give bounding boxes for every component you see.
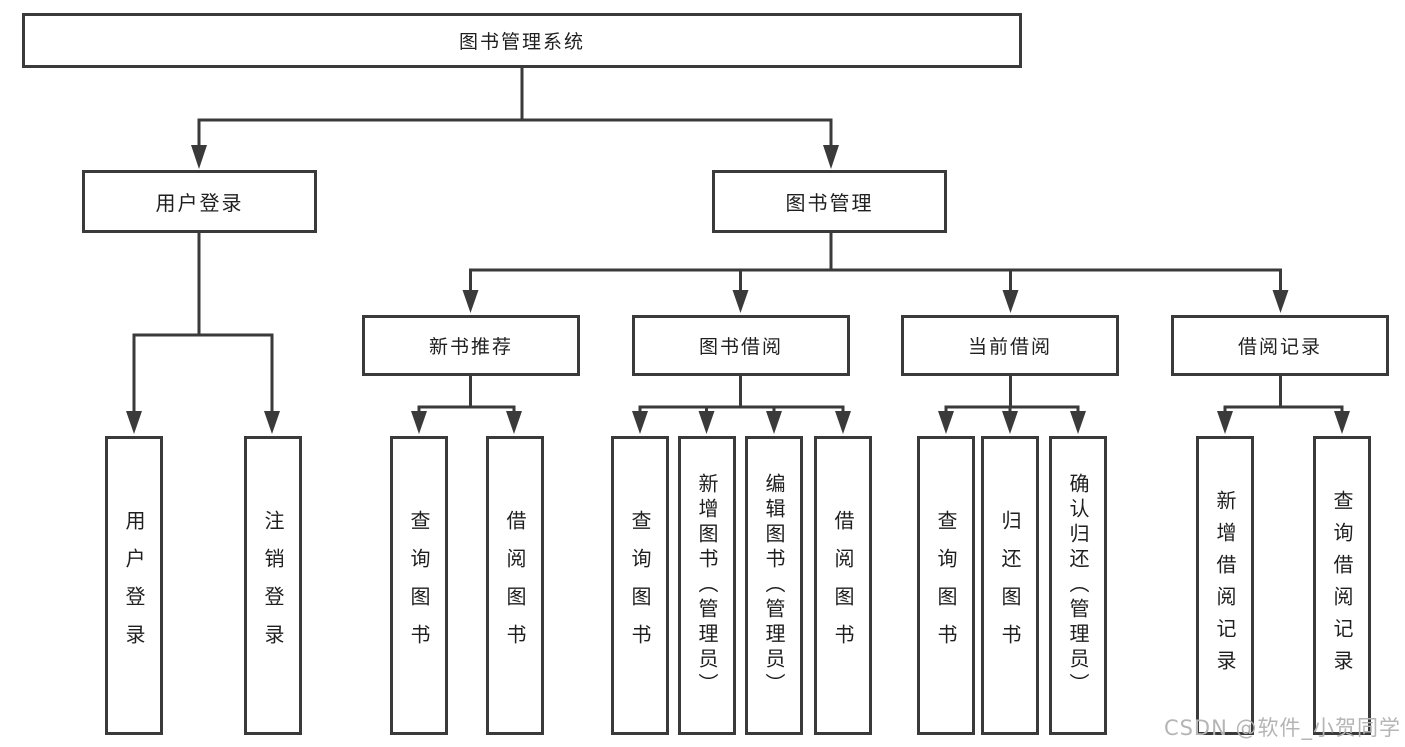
node-user-login: 用户登录 — [82, 170, 317, 233]
node-borrowing-records: 借阅记录 — [1171, 315, 1389, 376]
node-query-books-recommend: 查询图书 — [390, 436, 448, 735]
node-confirm-return-admin: 确认归还（管理员） — [1049, 436, 1107, 735]
node-current-borrowing: 当前借阅 — [901, 315, 1119, 376]
node-query-books-borrowing: 查询图书 — [611, 436, 669, 735]
node-query-borrow-record: 查询借阅记录 — [1313, 436, 1371, 735]
node-library-management-system: 图书管理系统 — [22, 13, 1022, 68]
node-edit-books-admin: 编辑图书（管理员） — [745, 436, 803, 735]
node-logout: 注销登录 — [244, 436, 302, 735]
node-borrow-books: 借阅图书 — [814, 436, 872, 735]
node-add-borrow-record: 新增借阅记录 — [1196, 436, 1254, 735]
node-borrow-books-recommend: 借阅图书 — [486, 436, 544, 735]
node-book-borrowing: 图书借阅 — [632, 315, 850, 376]
node-book-management: 图书管理 — [712, 170, 947, 233]
watermark: CSDN @软件_小贺同学 — [1163, 716, 1401, 740]
node-query-books-current: 查询图书 — [917, 436, 975, 735]
node-user-login-leaf: 用户登录 — [105, 436, 163, 735]
node-new-book-recommendation: 新书推荐 — [362, 315, 580, 376]
node-add-books-admin: 新增图书（管理员） — [678, 436, 736, 735]
node-return-books: 归还图书 — [981, 436, 1039, 735]
